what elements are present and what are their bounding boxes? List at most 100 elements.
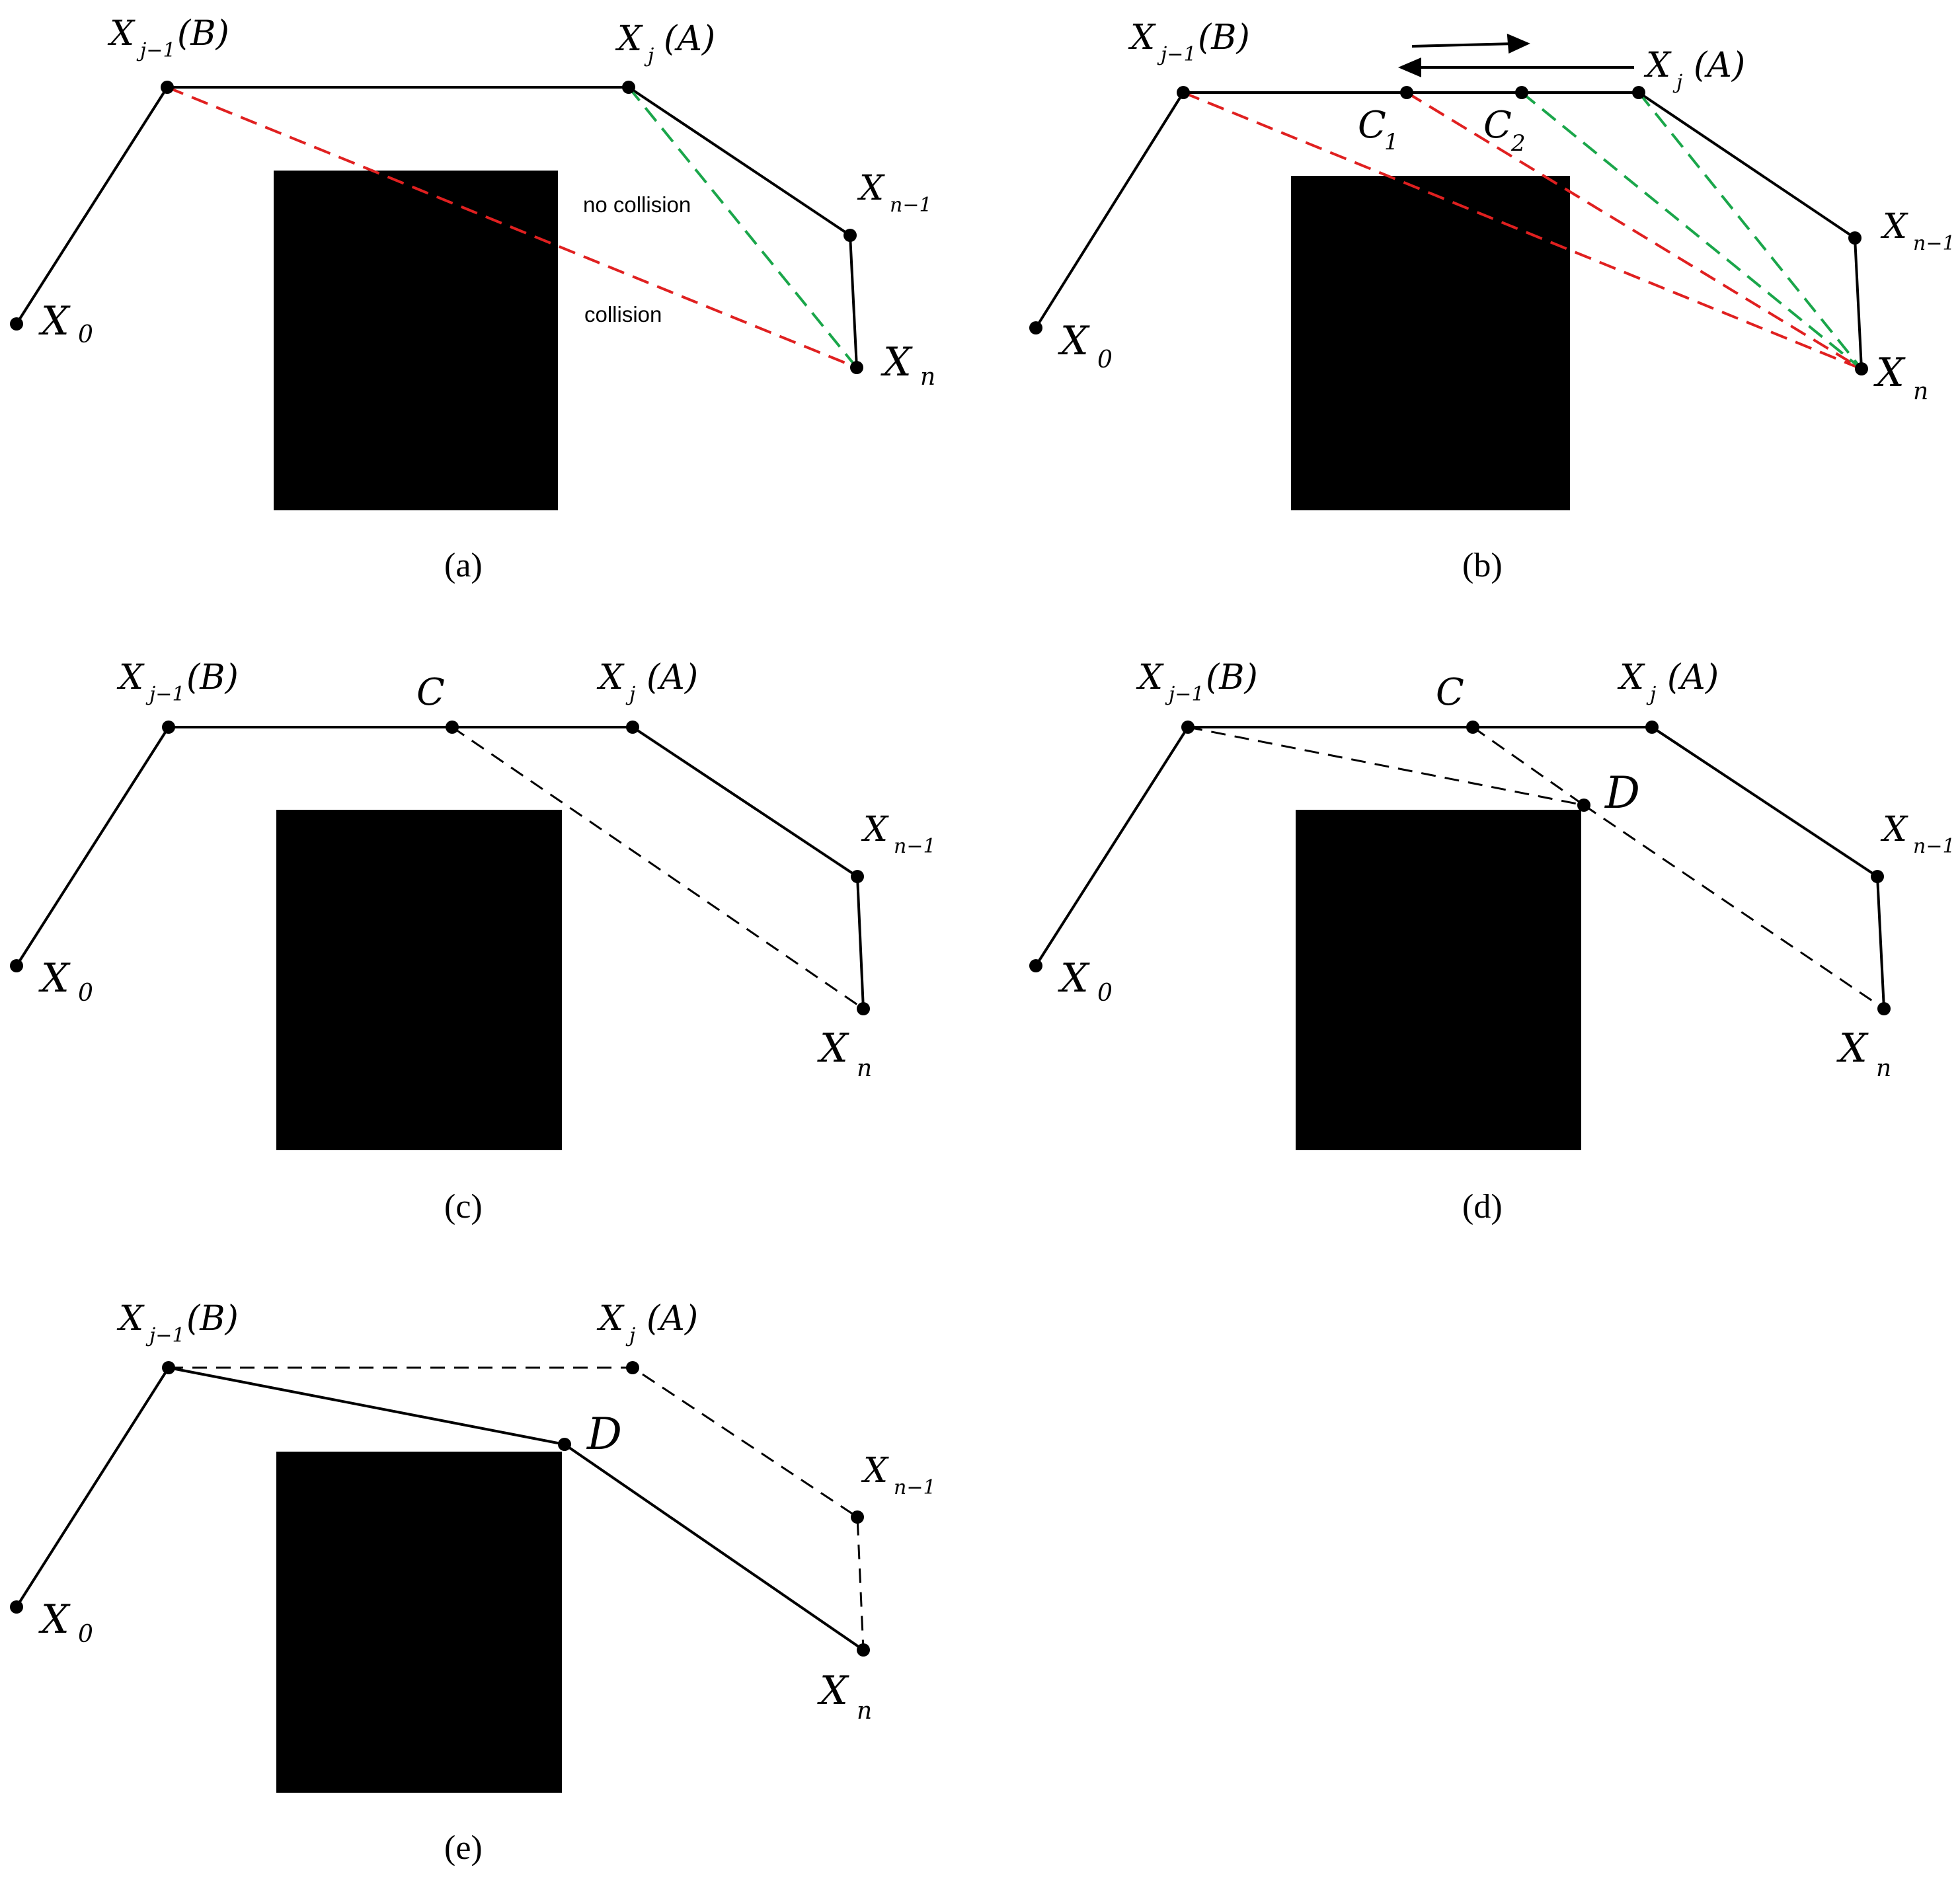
- panel-d: X 0 X j−1 (B) C D X j (A) X n−1 X n (d): [1029, 658, 1955, 1226]
- svg-text:0: 0: [78, 321, 93, 348]
- svg-text:X: X: [861, 810, 889, 849]
- collision-line-b: [1183, 91, 1862, 370]
- label-xnm1: X n−1: [1880, 207, 1955, 255]
- svg-text:X: X: [107, 14, 136, 54]
- label-xj: X j (A): [615, 19, 715, 67]
- obstacle: [1296, 810, 1581, 1150]
- svg-text:j−1: j−1: [145, 683, 185, 706]
- waypoint-d: [1577, 799, 1590, 812]
- svg-text:(B): (B): [1198, 18, 1250, 58]
- svg-text:n−1: n−1: [1913, 835, 1955, 858]
- svg-text:n: n: [920, 364, 935, 391]
- svg-text:(A): (A): [1694, 46, 1745, 85]
- svg-text:X: X: [1617, 658, 1645, 697]
- svg-text:j−1: j−1: [1157, 43, 1196, 66]
- svg-text:j: j: [1646, 683, 1656, 706]
- svg-text:X: X: [116, 1299, 145, 1339]
- waypoints: [10, 81, 863, 374]
- svg-text:0: 0: [78, 1621, 93, 1648]
- panel-caption: (b): [1462, 547, 1503, 584]
- svg-text:(B): (B): [1206, 658, 1258, 697]
- label-x0: X 0: [38, 1596, 93, 1648]
- svg-text:X: X: [596, 1299, 625, 1339]
- waypoint-c1: [1400, 86, 1413, 99]
- waypoints: [10, 1361, 870, 1657]
- label-c: C: [416, 671, 445, 714]
- label-xj: X j (A): [1643, 46, 1745, 94]
- waypoint-d: [558, 1438, 571, 1451]
- no-collision-line-c2: [1520, 91, 1863, 370]
- collision-line-c1: [1405, 91, 1863, 370]
- svg-text:n−1: n−1: [894, 835, 936, 858]
- waypoint-xjm1: [161, 81, 174, 94]
- svg-text:X: X: [1136, 658, 1164, 697]
- original-path-dashed: [169, 1366, 865, 1651]
- label-xnm1: X n−1: [861, 1451, 936, 1499]
- waypoint-xn: [1877, 1002, 1891, 1015]
- svg-text:X: X: [1880, 810, 1908, 849]
- label-xn: X n: [817, 1668, 872, 1725]
- label-xjm1: X j−1 (B): [1128, 18, 1250, 66]
- arrow-right: [1411, 42, 1514, 48]
- label-xj: X j (A): [596, 1299, 698, 1347]
- waypoint-xn: [857, 1002, 870, 1015]
- label-xj: X j (A): [596, 658, 698, 706]
- waypoint-xnm1: [1848, 231, 1862, 245]
- collision-line: [167, 86, 857, 369]
- label-x0: X 0: [1058, 318, 1113, 373]
- no-collision-line-a: [1637, 91, 1863, 370]
- svg-text:n−1: n−1: [890, 194, 932, 217]
- label-x0: X 0: [38, 955, 93, 1007]
- panel-e: X 0 X j−1 (B) D X j (A) X n−1 X n (e): [10, 1299, 936, 1867]
- svg-text:n−1: n−1: [894, 1476, 936, 1499]
- waypoint-xnm1: [843, 229, 857, 242]
- waypoint-xjm1: [1181, 721, 1195, 734]
- b-to-d-line: [1187, 726, 1585, 806]
- no-collision-label: no collision: [583, 192, 691, 217]
- svg-text:C: C: [1483, 104, 1512, 147]
- panel-c: X 0 X j−1 (B) C X j (A) X n−1 X n (c): [10, 658, 936, 1226]
- label-xjm1: X j−1 (B): [107, 14, 229, 62]
- waypoint-xn: [850, 361, 863, 374]
- svg-text:X: X: [881, 339, 913, 385]
- svg-text:(A): (A): [1667, 658, 1719, 697]
- svg-text:X: X: [817, 1668, 849, 1714]
- svg-text:0: 0: [1097, 346, 1113, 373]
- svg-text:D: D: [586, 1409, 622, 1460]
- label-xn: X n: [817, 1025, 872, 1082]
- waypoint-x0: [10, 1600, 23, 1614]
- label-c1: C 1: [1358, 104, 1399, 155]
- label-xn: X n: [1873, 350, 1928, 405]
- svg-text:j−1: j−1: [145, 1324, 185, 1347]
- obstacle: [276, 1452, 562, 1793]
- svg-text:X: X: [116, 658, 145, 697]
- svg-text:X: X: [1058, 318, 1090, 364]
- waypoint-c: [1466, 721, 1479, 734]
- label-c: C: [1436, 671, 1464, 714]
- waypoint-xj: [626, 1361, 639, 1374]
- waypoint-xj: [1645, 721, 1659, 734]
- waypoints: [1029, 86, 1868, 375]
- waypoints: [10, 721, 870, 1015]
- label-xnm1: X n−1: [857, 169, 932, 217]
- waypoint-x0: [1029, 321, 1042, 334]
- svg-text:X: X: [596, 658, 625, 697]
- label-xn: X n: [881, 339, 935, 391]
- svg-text:n−1: n−1: [1913, 232, 1955, 255]
- svg-text:X: X: [861, 1451, 889, 1491]
- label-xnm1: X n−1: [861, 810, 936, 858]
- obstacle: [276, 810, 562, 1150]
- svg-text:j: j: [625, 1324, 635, 1347]
- svg-text:X: X: [615, 19, 643, 59]
- svg-text:n: n: [857, 1055, 872, 1082]
- svg-text:j−1: j−1: [136, 39, 176, 62]
- label-xn: X n: [1836, 1025, 1891, 1082]
- waypoint-xn: [1855, 362, 1868, 375]
- svg-text:X: X: [1880, 207, 1908, 247]
- waypoint-c: [446, 721, 459, 734]
- svg-text:j: j: [625, 683, 635, 706]
- svg-text:(B): (B): [186, 658, 239, 697]
- panel-caption: (c): [444, 1188, 483, 1226]
- waypoint-xnm1: [851, 870, 864, 883]
- svg-text:n: n: [1913, 378, 1928, 405]
